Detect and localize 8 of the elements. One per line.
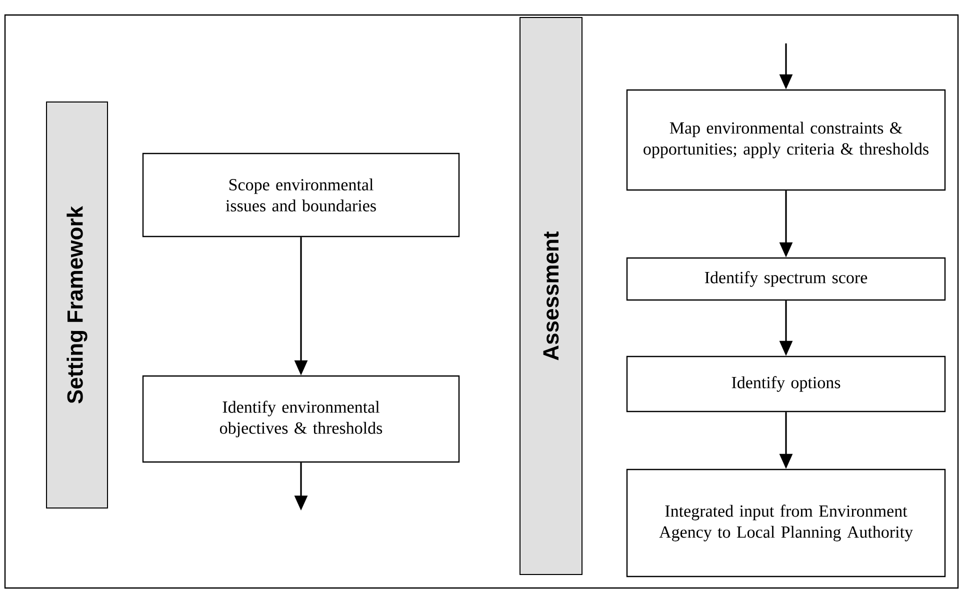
process-box: Integrated input from Environment Agency to Local Planning Authority [626,468,946,578]
process-box: Identify options [626,356,946,412]
stage-bar: Setting Framework [46,102,108,508]
process-box: Scope environmental issues and boundaries [142,152,460,238]
process-box: Identify spectrum score [626,257,946,301]
process-box: Map environmental constraints & opportunities; apply criteria & thresholds [626,89,946,191]
process-box: Identify environmental objectives & thresholds [142,375,460,463]
stage-bar: Assessment [520,17,582,575]
